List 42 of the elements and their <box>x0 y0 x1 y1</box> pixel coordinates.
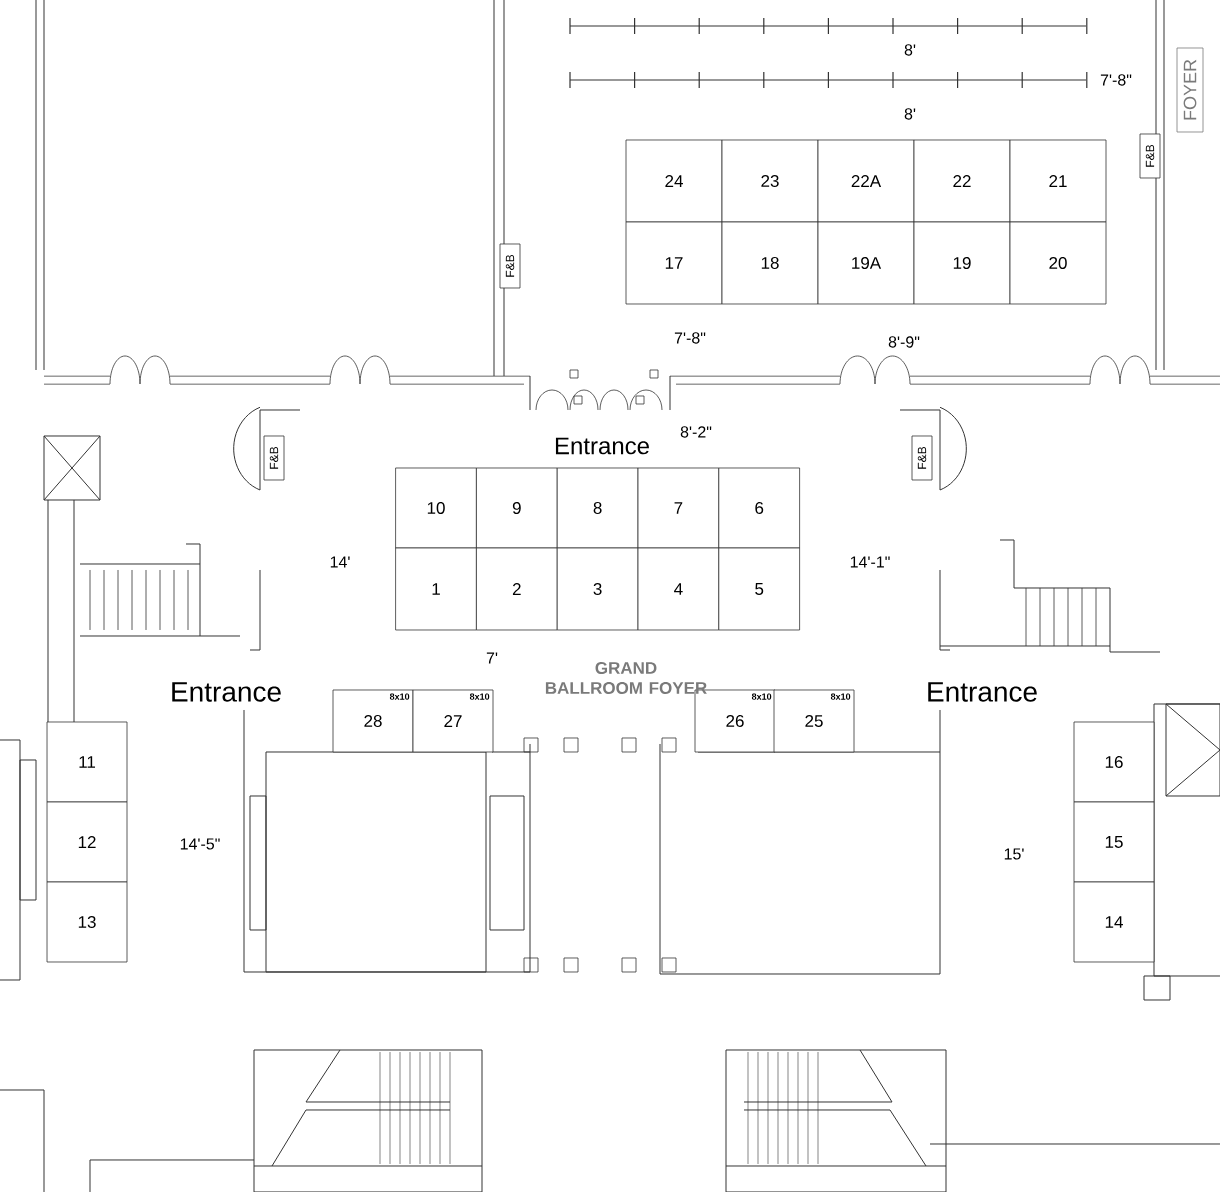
dimension-label: 8' <box>904 44 916 56</box>
booth: 13 <box>46 881 128 963</box>
booth: 3 <box>556 547 639 631</box>
booth: 6 <box>718 467 800 549</box>
booth: 19A <box>817 221 915 305</box>
booth: 4 <box>637 547 720 631</box>
booth: 21 <box>1009 139 1107 223</box>
dimension-label: 8' <box>904 108 916 120</box>
booth: 19 <box>913 221 1011 305</box>
booth: 22 <box>913 139 1011 223</box>
booth: 9 <box>476 467 558 549</box>
entrance-label: Entrance <box>172 682 281 702</box>
dimension-label: 14'-5" <box>180 838 220 850</box>
booth: 10 <box>395 467 477 549</box>
dimension-label: 14' <box>330 556 350 568</box>
booth: 1 <box>395 547 477 631</box>
dimension-label: 7'-8" <box>1100 74 1132 86</box>
booth: 14 <box>1073 881 1155 963</box>
booth: 17 <box>625 221 723 305</box>
booth: 24 <box>625 139 723 223</box>
booth: 23 <box>721 139 819 223</box>
booth: 18 <box>721 221 819 305</box>
booth: 7 <box>637 467 720 549</box>
booth: 12 <box>46 801 128 883</box>
booth: 16 <box>1073 721 1155 803</box>
room-name: GRAND BALLROOM FOYER <box>545 662 707 694</box>
dimension-label: 14'-1" <box>850 556 890 568</box>
booth: 11 <box>46 721 128 803</box>
entrance-label: Entrance <box>928 682 1037 702</box>
booth: 5 <box>718 547 800 631</box>
foyer-sign: FOYER <box>1176 47 1204 133</box>
booth: 15 <box>1073 801 1155 883</box>
booth: 2 <box>476 547 558 631</box>
dimension-label: 8'-9" <box>888 336 920 348</box>
dimension-label: 7' <box>486 652 498 664</box>
dimension-label: 15' <box>1004 848 1024 860</box>
booth: 20 <box>1009 221 1107 305</box>
booth: 8 <box>556 467 639 549</box>
booth: 22A <box>817 139 915 223</box>
entrance-label: Entrance <box>555 437 649 455</box>
dimension-label: 8'-2" <box>680 426 712 438</box>
dimension-label: 7'-8" <box>674 332 706 344</box>
